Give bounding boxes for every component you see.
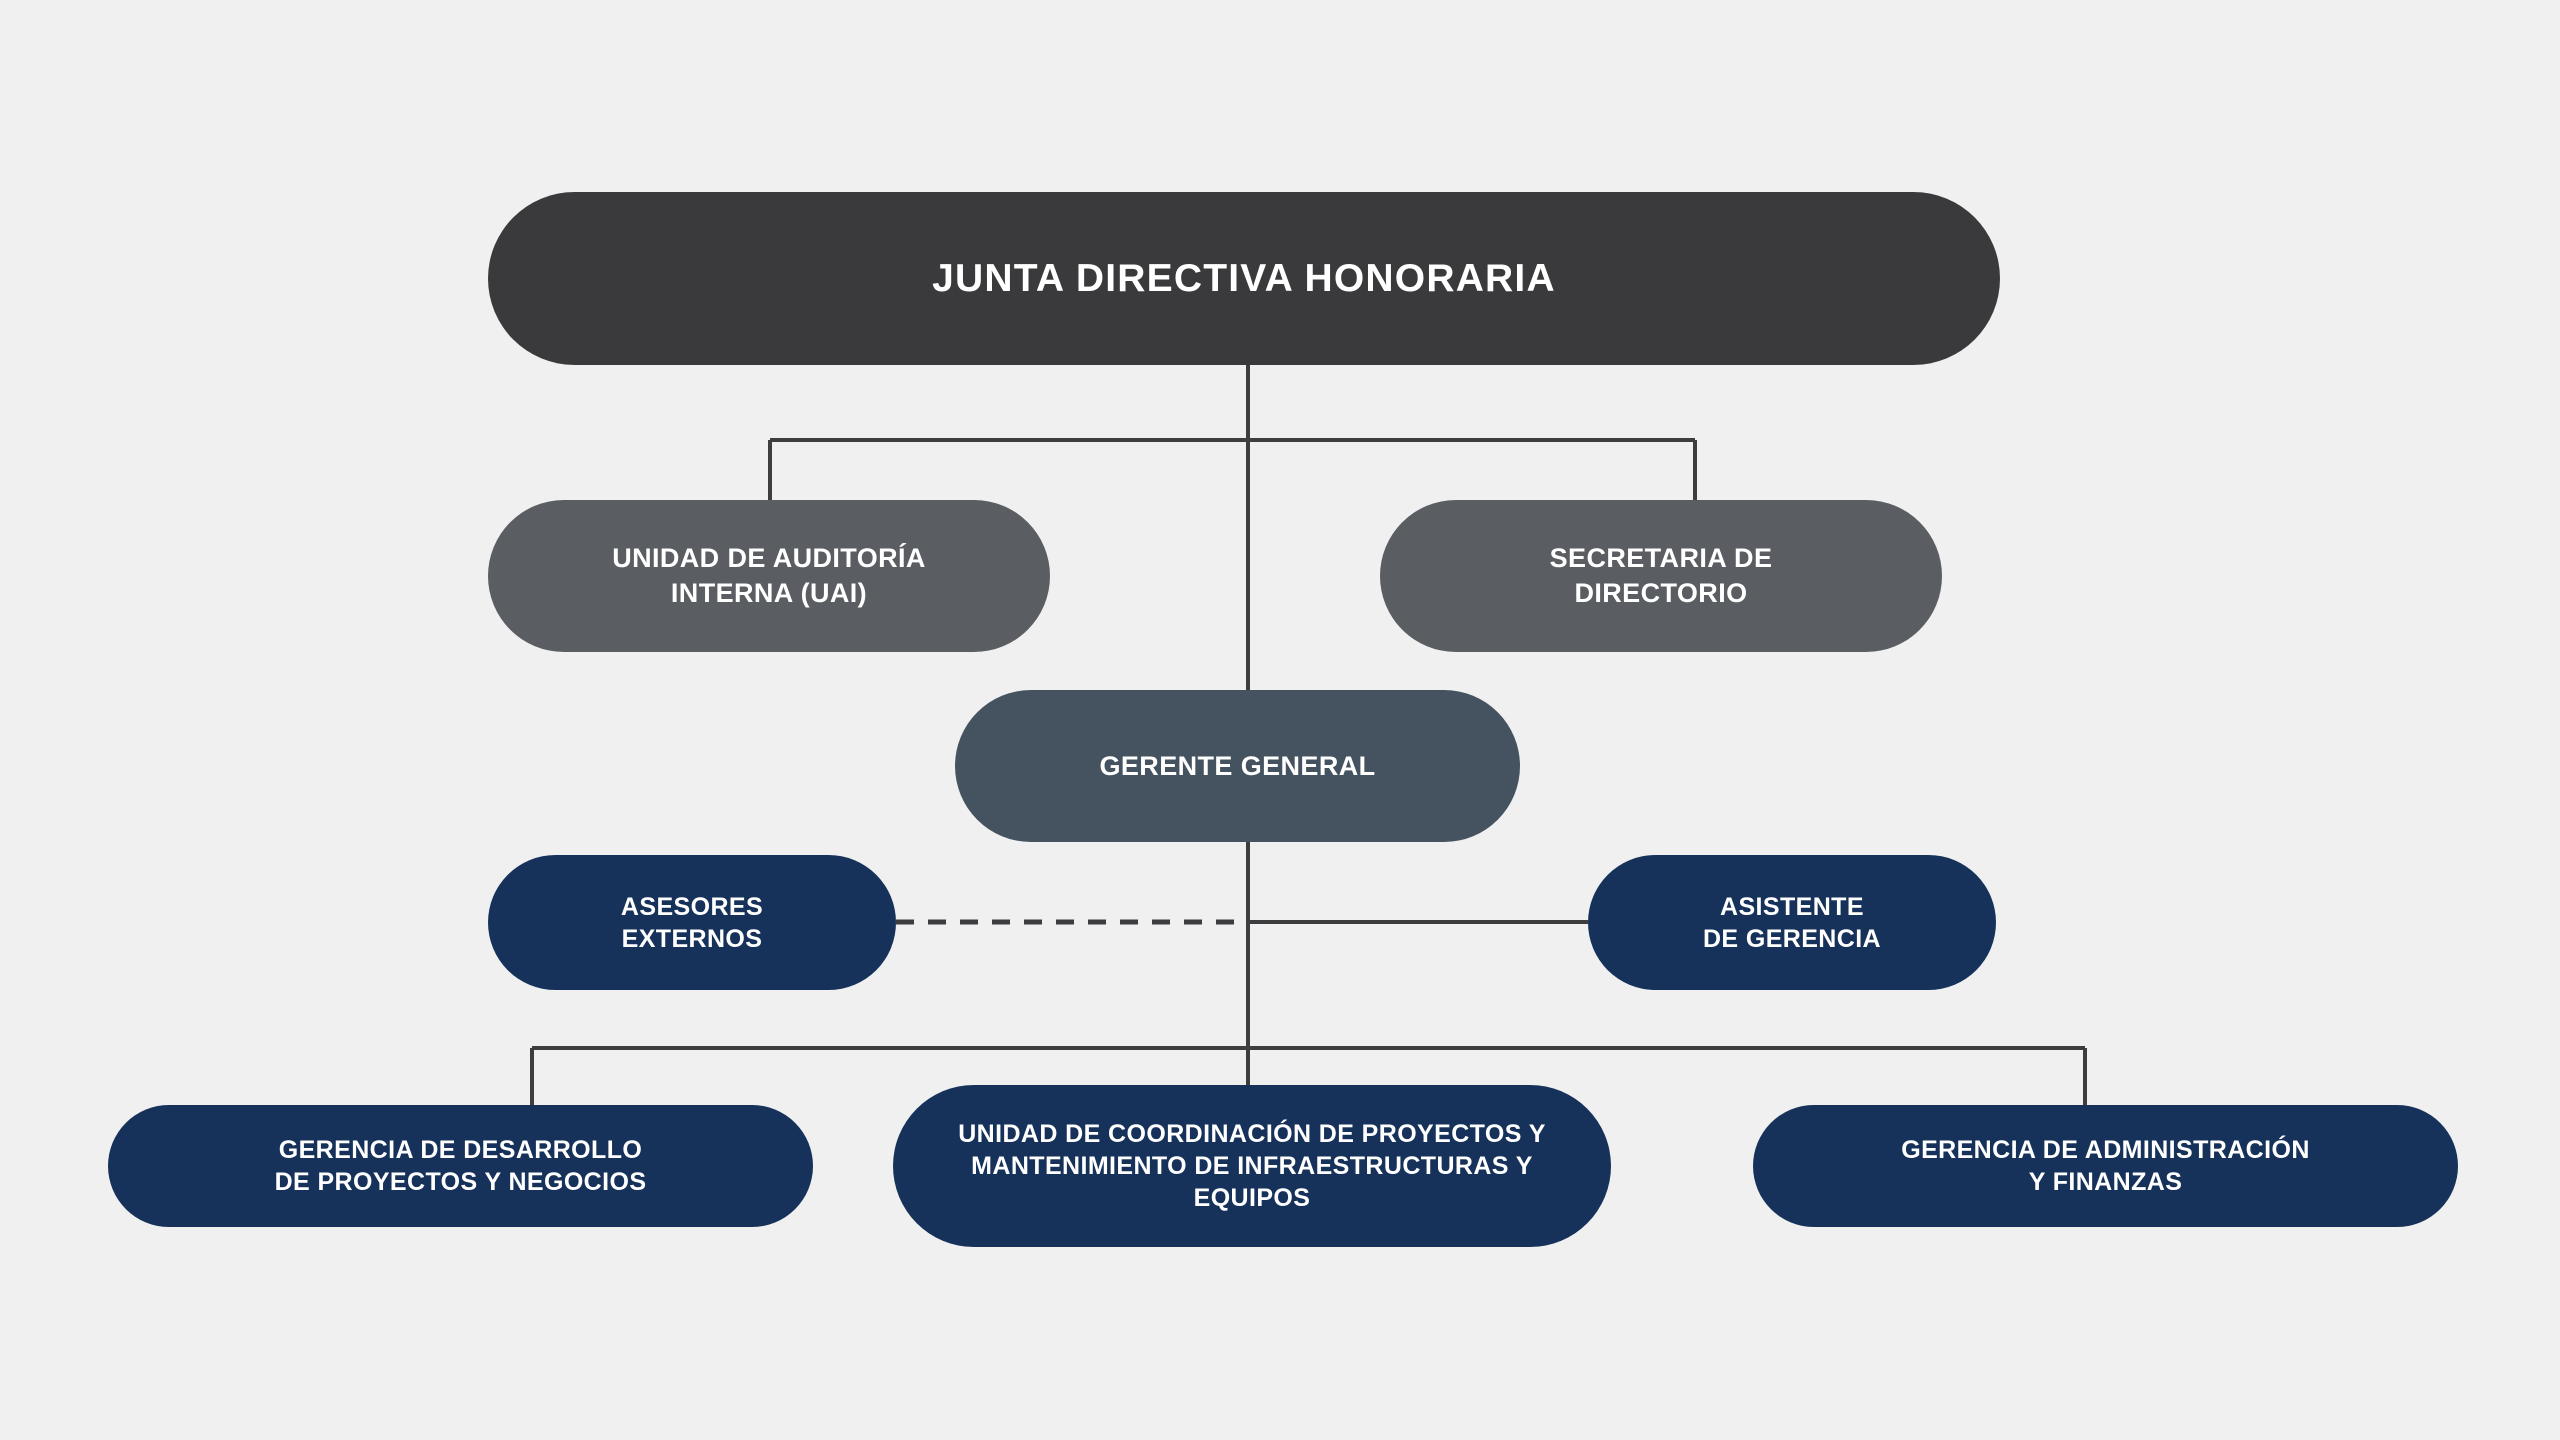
node-gerente-general[interactable]: GERENTE GENERAL bbox=[955, 690, 1520, 842]
node-unidad-auditoria-interna[interactable]: UNIDAD DE AUDITORÍA INTERNA (UAI) bbox=[488, 500, 1050, 652]
node-unidad-coordinacion-proyectos-mantenimiento[interactable]: UNIDAD DE COORDINACIÓN DE PROYECTOS Y MA… bbox=[893, 1085, 1611, 1247]
node-gerencia-desarrollo-proyectos-negocios[interactable]: GERENCIA DE DESARROLLO DE PROYECTOS Y NE… bbox=[108, 1105, 813, 1227]
node-junta-directiva-honoraria[interactable]: JUNTA DIRECTIVA HONORARIA bbox=[488, 192, 2000, 365]
node-gerencia-administracion-finanzas[interactable]: GERENCIA DE ADMINISTRACIÓN Y FINANZAS bbox=[1753, 1105, 2458, 1227]
node-asistente-de-gerencia[interactable]: ASISTENTE DE GERENCIA bbox=[1588, 855, 1996, 990]
node-secretaria-de-directorio[interactable]: SECRETARIA DE DIRECTORIO bbox=[1380, 500, 1942, 652]
node-asesores-externos[interactable]: ASESORES EXTERNOS bbox=[488, 855, 896, 990]
